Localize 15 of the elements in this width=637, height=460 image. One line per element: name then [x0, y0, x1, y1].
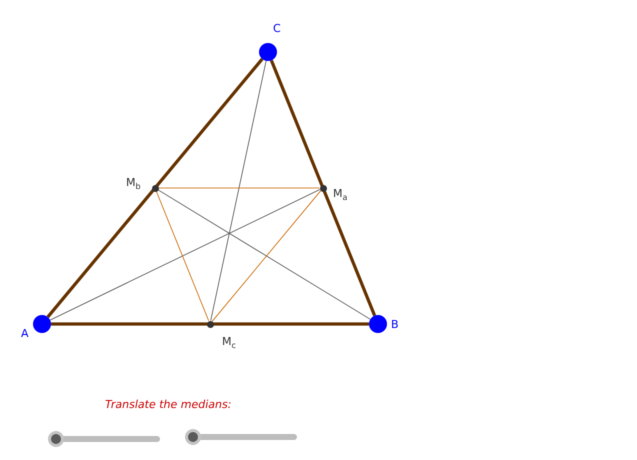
triangle-side	[46, 58, 264, 318]
point-label: M$_{a}$	[333, 187, 348, 204]
point-label: B	[391, 318, 399, 331]
point-label: C	[273, 22, 281, 35]
point-label: A	[21, 327, 29, 340]
median-line	[50, 189, 320, 320]
midsegment-line	[156, 190, 210, 322]
triangle-side	[51, 322, 369, 326]
midsegment-line	[212, 190, 322, 322]
triangle-side	[270, 60, 376, 316]
point-label: M$_{c}$	[222, 335, 236, 352]
point-label: M$_{b}$	[126, 176, 141, 194]
median-line	[210, 60, 267, 321]
instruction-text: Translate the medians:	[105, 398, 232, 411]
median-line	[158, 189, 371, 320]
